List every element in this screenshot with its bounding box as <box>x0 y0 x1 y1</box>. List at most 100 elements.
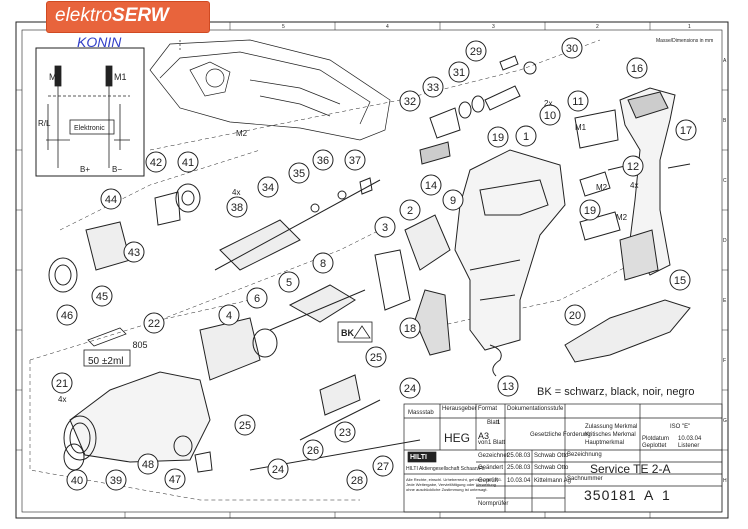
callout-circle <box>622 155 644 177</box>
callout-circle <box>465 40 487 62</box>
callout-circle <box>267 458 289 480</box>
tb-iso: ISO "E" <box>670 424 691 430</box>
tb-format: Format <box>478 406 498 412</box>
callout-circle <box>567 90 589 112</box>
part-number: 11 <box>572 96 583 108</box>
part-number: 25 <box>239 420 251 432</box>
frame-col-label: 5 <box>282 24 285 30</box>
part-callout: 13 <box>497 375 519 397</box>
frame-col-label: 1 <box>688 24 691 30</box>
tb-gepruft-date: 10.03.04 <box>507 478 531 484</box>
schematic-rl: R/L <box>38 119 51 128</box>
callout-circle <box>145 151 167 173</box>
callout-circle <box>123 241 145 263</box>
tb-sachnummer-idx2: 1 <box>662 487 671 503</box>
part-callout: 21 <box>51 372 73 394</box>
callout-circle <box>105 469 127 491</box>
callout-circle <box>218 304 240 326</box>
part-callout: 25 <box>234 414 256 436</box>
part-number: 48 <box>142 459 154 471</box>
handle <box>619 87 676 276</box>
frame-row-label: E <box>723 298 727 304</box>
part-number: 30 <box>566 43 578 55</box>
tb-hilti: HILTI <box>410 454 427 461</box>
frame-ticks <box>16 22 728 518</box>
tb-format-val: A3 <box>478 431 490 441</box>
gear-housing <box>63 371 211 463</box>
frame-col-label: 2 <box>596 24 599 30</box>
part-number: 8 <box>320 258 326 270</box>
label-qty-4x-a: 4x <box>232 188 240 197</box>
part-callout: 36 <box>312 149 334 171</box>
tb-dokumentationsstufe: Dokumentationsstufe <box>507 406 564 412</box>
callout-circle <box>539 104 561 126</box>
callout-circle <box>564 304 586 326</box>
part-callout: 9 <box>442 189 464 211</box>
brand-logo: elektroSERW <box>47 2 209 32</box>
housing-inset <box>149 39 391 141</box>
schematic-m2: M2 <box>49 72 62 82</box>
frame-row-label: G <box>723 418 727 424</box>
frame-dims-note: Masse/Dimensions in mm <box>656 38 713 44</box>
main-housing <box>454 149 566 351</box>
brand-name-part1: elektro <box>55 5 113 26</box>
part-callouts: 1234568910111213141516171819192021222324… <box>51 37 697 491</box>
part-number: 19 <box>492 132 504 144</box>
callout-circle <box>669 269 691 291</box>
callout-circle <box>448 61 470 83</box>
part-callout: 5 <box>278 271 300 293</box>
schematic-m1: M1 <box>114 72 127 82</box>
part-callout: 4 <box>218 304 240 326</box>
armature-assembly <box>199 179 502 471</box>
label-bk: BK <box>341 328 354 338</box>
motor-schematic-box <box>35 47 145 177</box>
frame-row-label: D <box>723 238 727 244</box>
callout-circle <box>346 469 368 491</box>
part-callout: 32 <box>399 90 421 112</box>
part-number: 10 <box>544 110 556 122</box>
part-callout: 19 <box>579 199 601 221</box>
tb-blatt-val: 1 <box>497 420 501 426</box>
dimension-box <box>83 349 131 367</box>
callout-circle <box>137 453 159 475</box>
part-number: 15 <box>674 275 686 287</box>
tb-gezeichnet-name: Schwab Otto <box>534 453 569 459</box>
part-callout: 27 <box>372 455 394 477</box>
part-number: 39 <box>110 475 122 487</box>
part-number: 27 <box>377 461 389 473</box>
part-callout: 1 <box>515 125 537 147</box>
part-number: 28 <box>351 475 363 487</box>
tb-von: von <box>478 440 488 446</box>
part-callout: 45 <box>91 285 113 307</box>
part-number: 33 <box>427 82 439 94</box>
label-qty-4x-b: 4x <box>58 395 66 404</box>
part-number: 24 <box>272 464 284 476</box>
callout-circle <box>312 149 334 171</box>
part-number: 17 <box>680 125 692 137</box>
callout-circle <box>234 414 256 436</box>
callout-circle <box>56 304 78 326</box>
part-number: 40 <box>71 475 83 487</box>
tb-blatt: Blatt <box>487 420 500 426</box>
part-number: 22 <box>148 318 160 330</box>
part-callout: 28 <box>346 469 368 491</box>
tb-gezeichnet-date: 25.08.03 <box>507 453 531 459</box>
callout-circle <box>399 90 421 112</box>
tb-geplottet: Geplottet <box>642 443 667 449</box>
part-callout: 23 <box>334 421 356 443</box>
part-number: 6 <box>254 293 260 305</box>
frame-row-label: F <box>723 358 726 364</box>
callout-circle <box>374 216 396 238</box>
part-number: 14 <box>425 180 437 192</box>
tb-geandert-date: 25.08.03 <box>507 465 531 471</box>
frame-col-label: 4 <box>386 24 389 30</box>
part-callout: 8 <box>312 252 334 274</box>
callout-circle <box>365 346 387 368</box>
tb-geandert: Geändert <box>478 465 504 471</box>
label-qty-4x-c: 4x <box>630 181 638 190</box>
part-callout: 25 <box>365 346 387 368</box>
callout-circle <box>164 468 186 490</box>
part-callout: 37 <box>344 149 366 171</box>
callout-circle <box>422 76 444 98</box>
part-callout: 26 <box>302 439 324 461</box>
